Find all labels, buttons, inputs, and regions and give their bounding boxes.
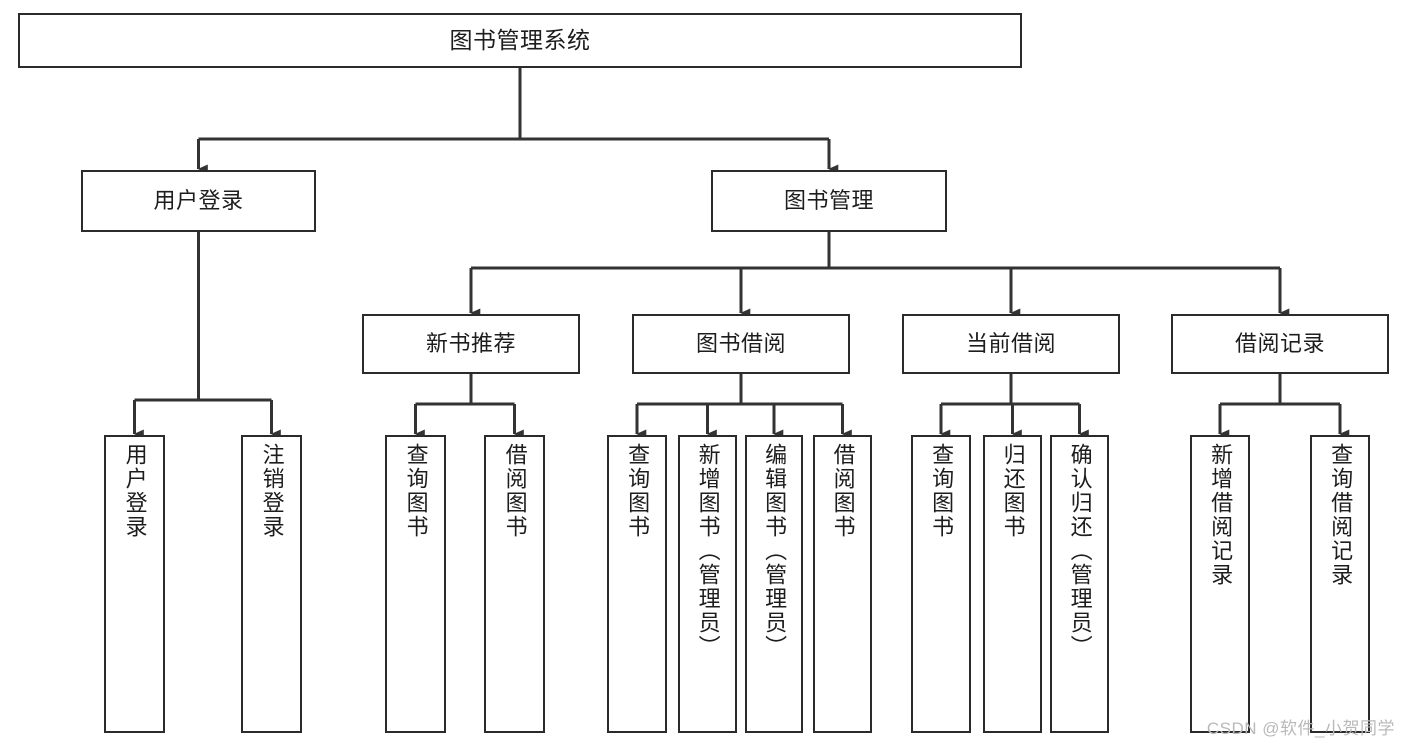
node-label-leaf-bb-edit: 编辑图书（管理员） — [762, 443, 788, 659]
node-leaf-br-query[interactable]: 查询借阅记录 — [1310, 435, 1370, 733]
node-label-leaf-rec-query: 查询图书 — [403, 443, 429, 539]
node-label-new-book-rec: 新书推荐 — [425, 331, 516, 357]
node-leaf-br-add[interactable]: 新增借阅记录 — [1190, 435, 1250, 733]
node-leaf-user-login[interactable]: 用户登录 — [104, 435, 165, 733]
node-leaf-bb-add[interactable]: 新增图书（管理员） — [678, 435, 737, 733]
node-label-leaf-cb-confirm: 确认归还（管理员） — [1067, 443, 1093, 659]
node-label-leaf-bb-borrow: 借阅图书 — [830, 443, 856, 539]
node-label-leaf-br-add: 新增借阅记录 — [1208, 443, 1234, 587]
node-leaf-cb-confirm[interactable]: 确认归还（管理员） — [1050, 435, 1109, 733]
node-label-leaf-cb-return: 归还图书 — [1000, 443, 1026, 539]
watermark: CSDN @软件_小贺同学 — [1206, 719, 1395, 738]
node-leaf-bb-query[interactable]: 查询图书 — [607, 435, 667, 733]
node-label-root: 图书管理系统 — [449, 27, 591, 54]
node-label-leaf-user-logout: 注销登录 — [259, 443, 285, 539]
node-leaf-cb-query[interactable]: 查询图书 — [911, 435, 971, 733]
node-new-book-rec[interactable]: 新书推荐 — [362, 314, 580, 374]
node-label-user-login: 用户登录 — [153, 188, 244, 214]
node-leaf-user-logout[interactable]: 注销登录 — [241, 435, 302, 733]
node-book-manage[interactable]: 图书管理 — [711, 170, 947, 232]
node-label-book-borrow: 图书借阅 — [695, 331, 786, 357]
node-label-leaf-bb-query: 查询图书 — [625, 443, 651, 539]
node-current-borrow[interactable]: 当前借阅 — [902, 314, 1120, 374]
node-label-leaf-rec-borrow: 借阅图书 — [502, 443, 528, 539]
node-leaf-bb-borrow[interactable]: 借阅图书 — [813, 435, 872, 733]
node-leaf-rec-query[interactable]: 查询图书 — [385, 435, 446, 733]
node-label-leaf-user-login: 用户登录 — [122, 443, 148, 539]
node-label-current-borrow: 当前借阅 — [965, 331, 1056, 357]
node-book-borrow[interactable]: 图书借阅 — [632, 314, 850, 374]
node-label-leaf-cb-query: 查询图书 — [929, 443, 955, 539]
node-user-login[interactable]: 用户登录 — [81, 170, 316, 232]
node-label-leaf-br-query: 查询借阅记录 — [1328, 443, 1354, 587]
node-label-borrow-record: 借阅记录 — [1234, 331, 1325, 357]
node-label-leaf-bb-add: 新增图书（管理员） — [695, 443, 721, 659]
node-leaf-rec-borrow[interactable]: 借阅图书 — [484, 435, 545, 733]
node-label-book-manage: 图书管理 — [783, 188, 874, 214]
node-borrow-record[interactable]: 借阅记录 — [1171, 314, 1389, 374]
node-leaf-cb-return[interactable]: 归还图书 — [983, 435, 1042, 733]
node-root[interactable]: 图书管理系统 — [18, 13, 1022, 68]
node-leaf-bb-edit[interactable]: 编辑图书（管理员） — [745, 435, 803, 733]
